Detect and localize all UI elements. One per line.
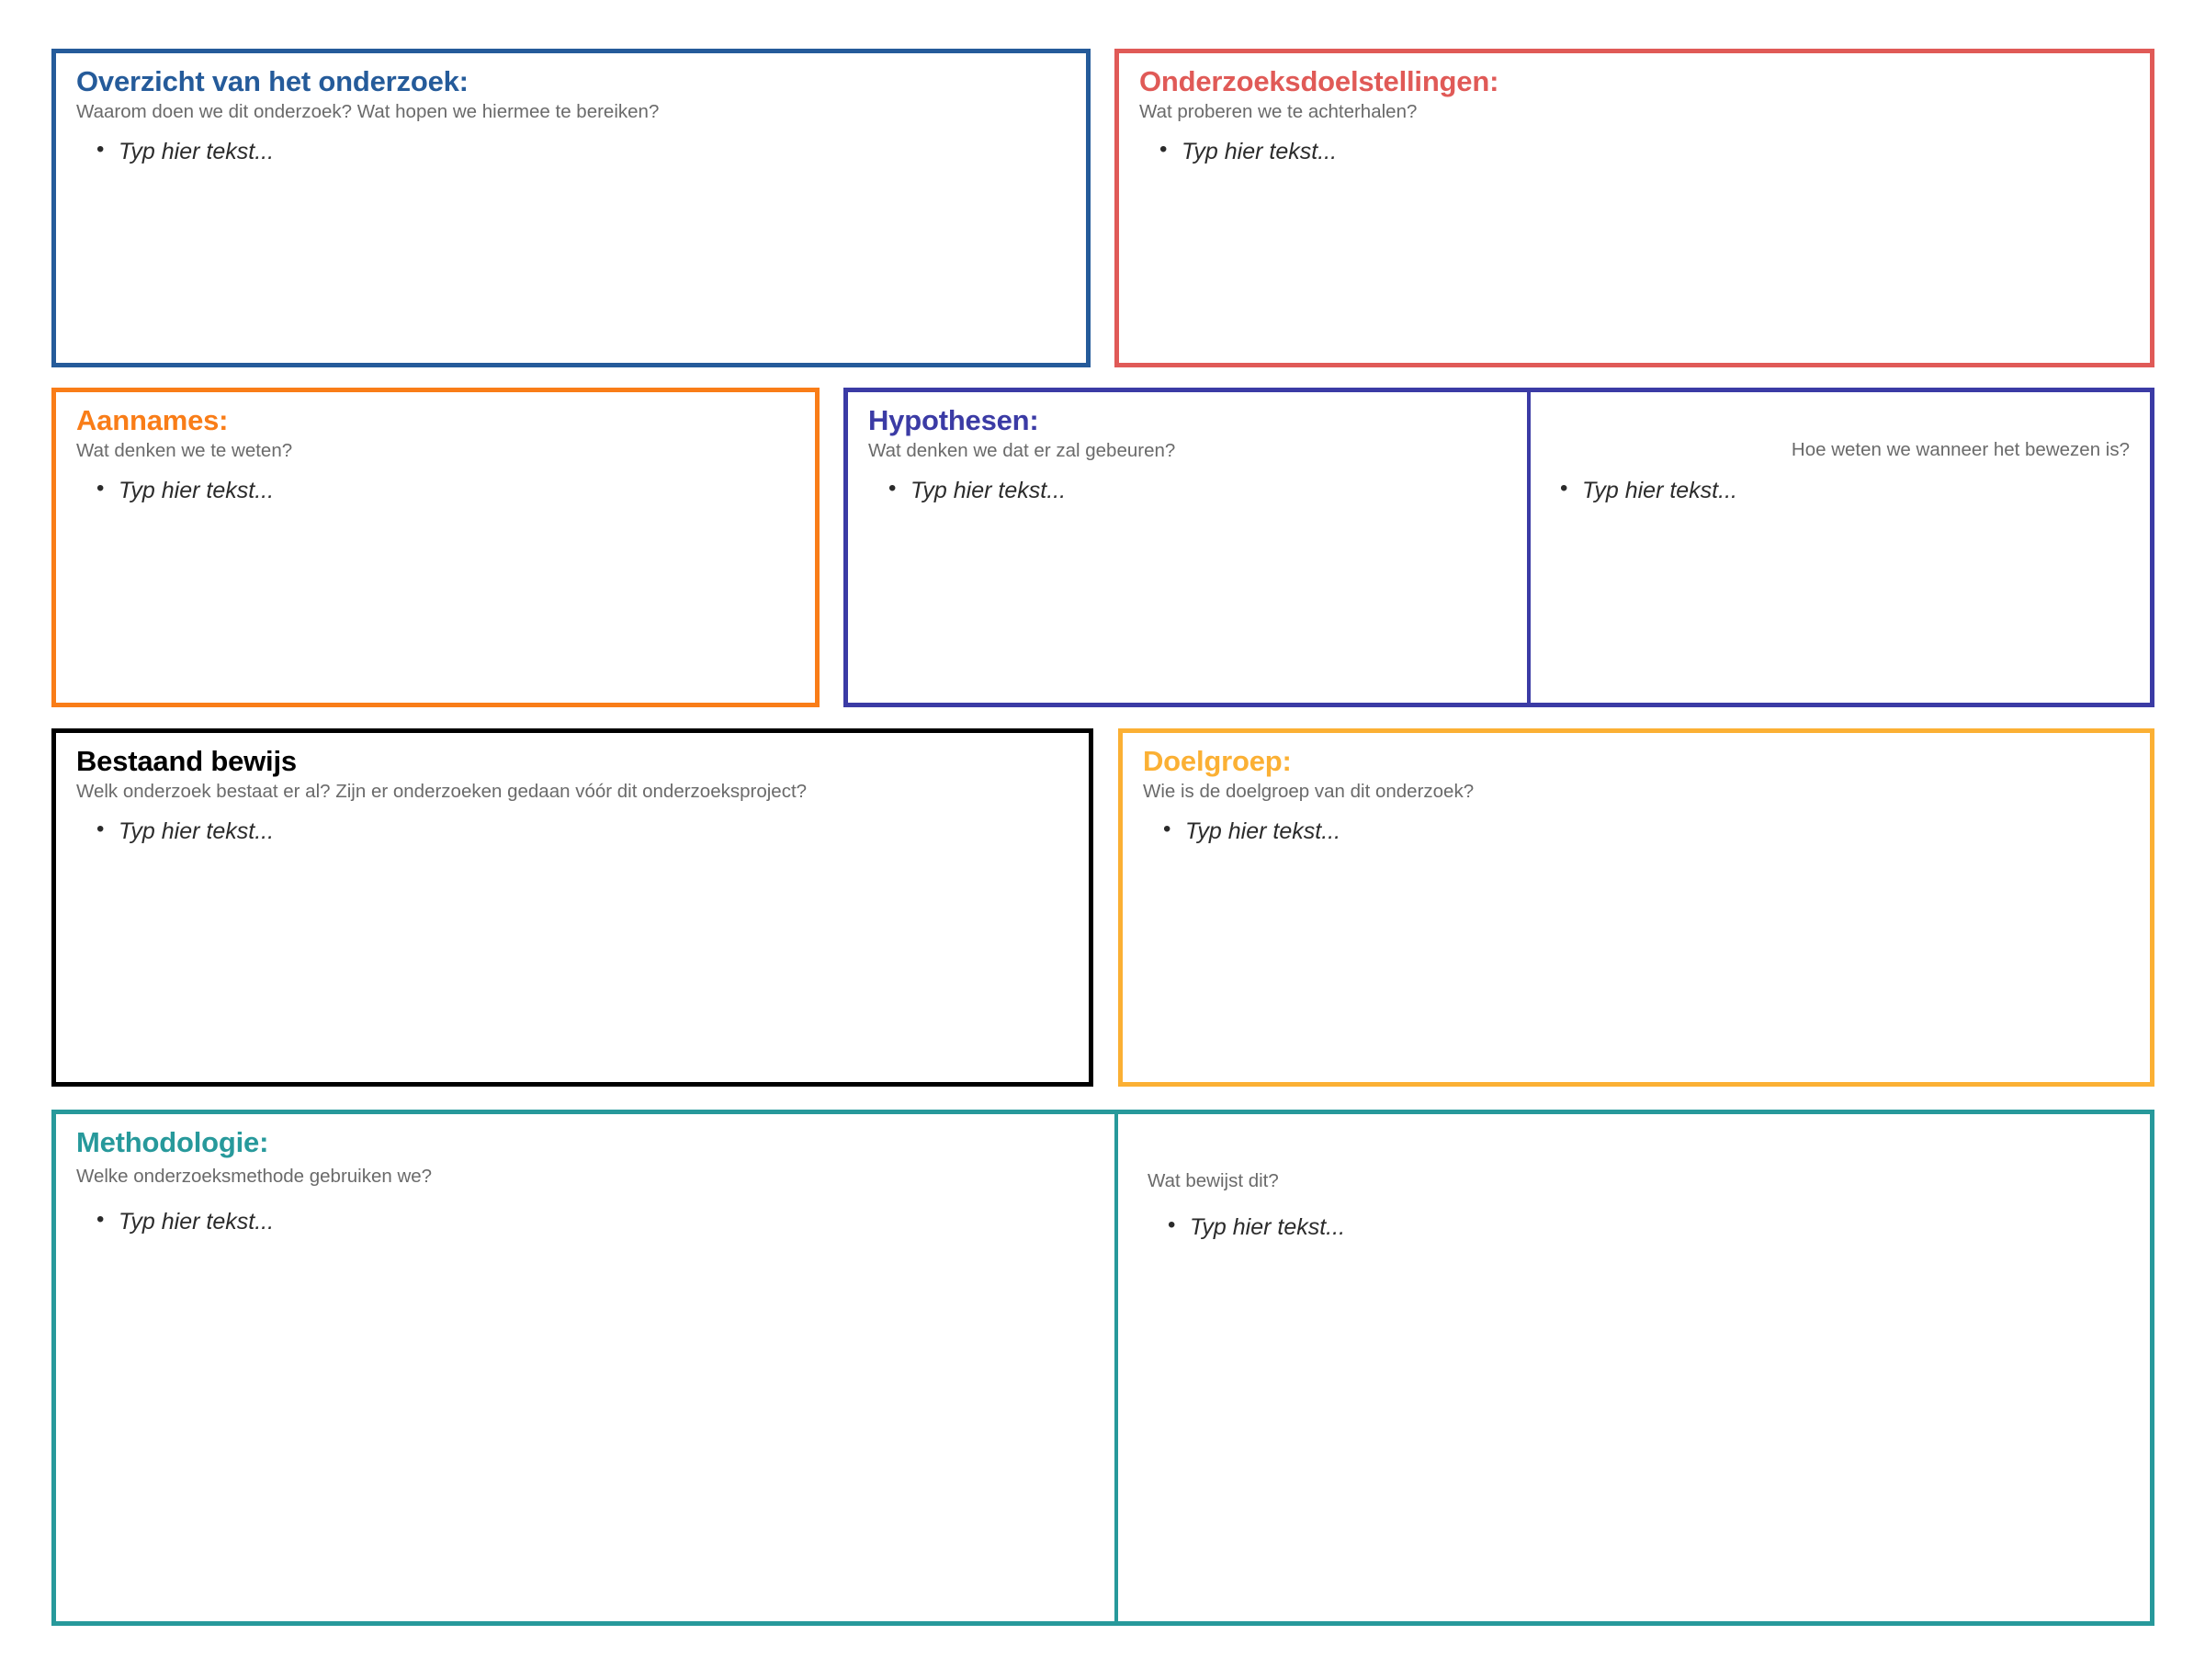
card-methodology-left-placeholder[interactable]: Typ hier tekst...	[96, 1205, 1094, 1237]
card-audience-placeholder[interactable]: Typ hier tekst...	[1163, 815, 2130, 847]
card-evidence-placeholder[interactable]: Typ hier tekst...	[96, 815, 1069, 847]
card-assumptions-body: Aannames: Wat denken we te weten? Typ hi…	[56, 392, 815, 703]
card-methodology[interactable]: Methodologie: Welke onderzoeksmethode ge…	[51, 1110, 2154, 1626]
card-objectives-list: Typ hier tekst...	[1139, 135, 2130, 167]
card-hypotheses-left-list: Typ hier tekst...	[868, 474, 1507, 506]
card-methodology-right-placeholder[interactable]: Typ hier tekst...	[1168, 1211, 2130, 1243]
card-hypotheses-right-placeholder[interactable]: Typ hier tekst...	[1560, 474, 2130, 506]
card-methodology-body: Methodologie: Welke onderzoeksmethode ge…	[56, 1114, 2150, 1621]
card-hypotheses-right-column: Hoe weten we wanneer het bewezen is? Typ…	[1526, 392, 2150, 703]
card-evidence-body: Bestaand bewijs Welk onderzoek bestaat e…	[56, 733, 1089, 1082]
card-assumptions-title: Aannames:	[76, 404, 229, 436]
card-overview-title: Overzicht van het onderzoek:	[76, 65, 469, 97]
card-methodology-right-subtitle: Wat bewijst dit?	[1147, 1170, 1279, 1191]
card-audience-title: Doelgroep:	[1143, 745, 1292, 777]
card-objectives-title: Onderzoeksdoelstellingen:	[1139, 65, 1499, 97]
card-overview-subtitle: Waarom doen we dit onderzoek? Wat hopen …	[76, 100, 660, 122]
card-evidence-title: Bestaand bewijs	[76, 745, 297, 777]
card-research-objectives[interactable]: Onderzoeksdoelstellingen: Wat proberen w…	[1114, 49, 2154, 367]
card-assumptions-list: Typ hier tekst...	[76, 474, 795, 506]
card-objectives-body: Onderzoeksdoelstellingen: Wat proberen w…	[1119, 53, 2150, 363]
card-hypotheses-right-list: Typ hier tekst...	[1558, 474, 2130, 506]
card-methodology-left-column: Methodologie: Welke onderzoeksmethode ge…	[56, 1114, 1114, 1621]
card-audience-subtitle: Wie is de doelgroep van dit onderzoek?	[1143, 780, 1475, 802]
card-target-audience[interactable]: Doelgroep: Wie is de doelgroep van dit o…	[1118, 728, 2154, 1087]
card-assumptions[interactable]: Aannames: Wat denken we te weten? Typ hi…	[51, 388, 820, 707]
card-hypotheses-right-subtitle: Hoe weten we wanneer het bewezen is?	[1791, 439, 2130, 460]
card-audience-list: Typ hier tekst...	[1143, 815, 2130, 847]
card-objectives-subtitle: Wat proberen we te achterhalen?	[1139, 100, 1418, 122]
card-methodology-right-list: Typ hier tekst...	[1148, 1211, 2130, 1243]
card-evidence-subtitle: Welk onderzoek bestaat er al? Zijn er on…	[76, 780, 808, 802]
card-hypotheses-subtitle: Wat denken we dat er zal gebeuren?	[868, 439, 1176, 461]
card-hypotheses-title: Hypothesen:	[868, 404, 1039, 436]
card-existing-evidence[interactable]: Bestaand bewijs Welk onderzoek bestaat e…	[51, 728, 1093, 1087]
card-overview-placeholder[interactable]: Typ hier tekst...	[96, 135, 1066, 167]
card-hypotheses-left-column: Hypothesen: Wat denken we dat er zal geb…	[848, 392, 1527, 703]
card-methodology-title: Methodologie:	[76, 1126, 269, 1158]
card-objectives-placeholder[interactable]: Typ hier tekst...	[1159, 135, 2130, 167]
card-overview-body: Overzicht van het onderzoek: Waarom doen…	[56, 53, 1086, 363]
card-evidence-list: Typ hier tekst...	[76, 815, 1069, 847]
card-research-overview[interactable]: Overzicht van het onderzoek: Waarom doen…	[51, 49, 1091, 367]
card-methodology-left-list: Typ hier tekst...	[76, 1205, 1094, 1237]
card-overview-list: Typ hier tekst...	[76, 135, 1066, 167]
card-hypotheses-left-placeholder[interactable]: Typ hier tekst...	[888, 474, 1507, 506]
card-hypotheses[interactable]: Hypothesen: Wat denken we dat er zal geb…	[843, 388, 2154, 707]
card-hypotheses-body: Hypothesen: Wat denken we dat er zal geb…	[848, 392, 2150, 703]
card-assumptions-subtitle: Wat denken we te weten?	[76, 439, 293, 461]
card-methodology-right-column: Wat bewijst dit? Typ hier tekst...	[1114, 1114, 2150, 1621]
card-assumptions-placeholder[interactable]: Typ hier tekst...	[96, 474, 795, 506]
card-methodology-subtitle: Welke onderzoeksmethode gebruiken we?	[76, 1165, 433, 1187]
card-audience-body: Doelgroep: Wie is de doelgroep van dit o…	[1123, 733, 2150, 1082]
